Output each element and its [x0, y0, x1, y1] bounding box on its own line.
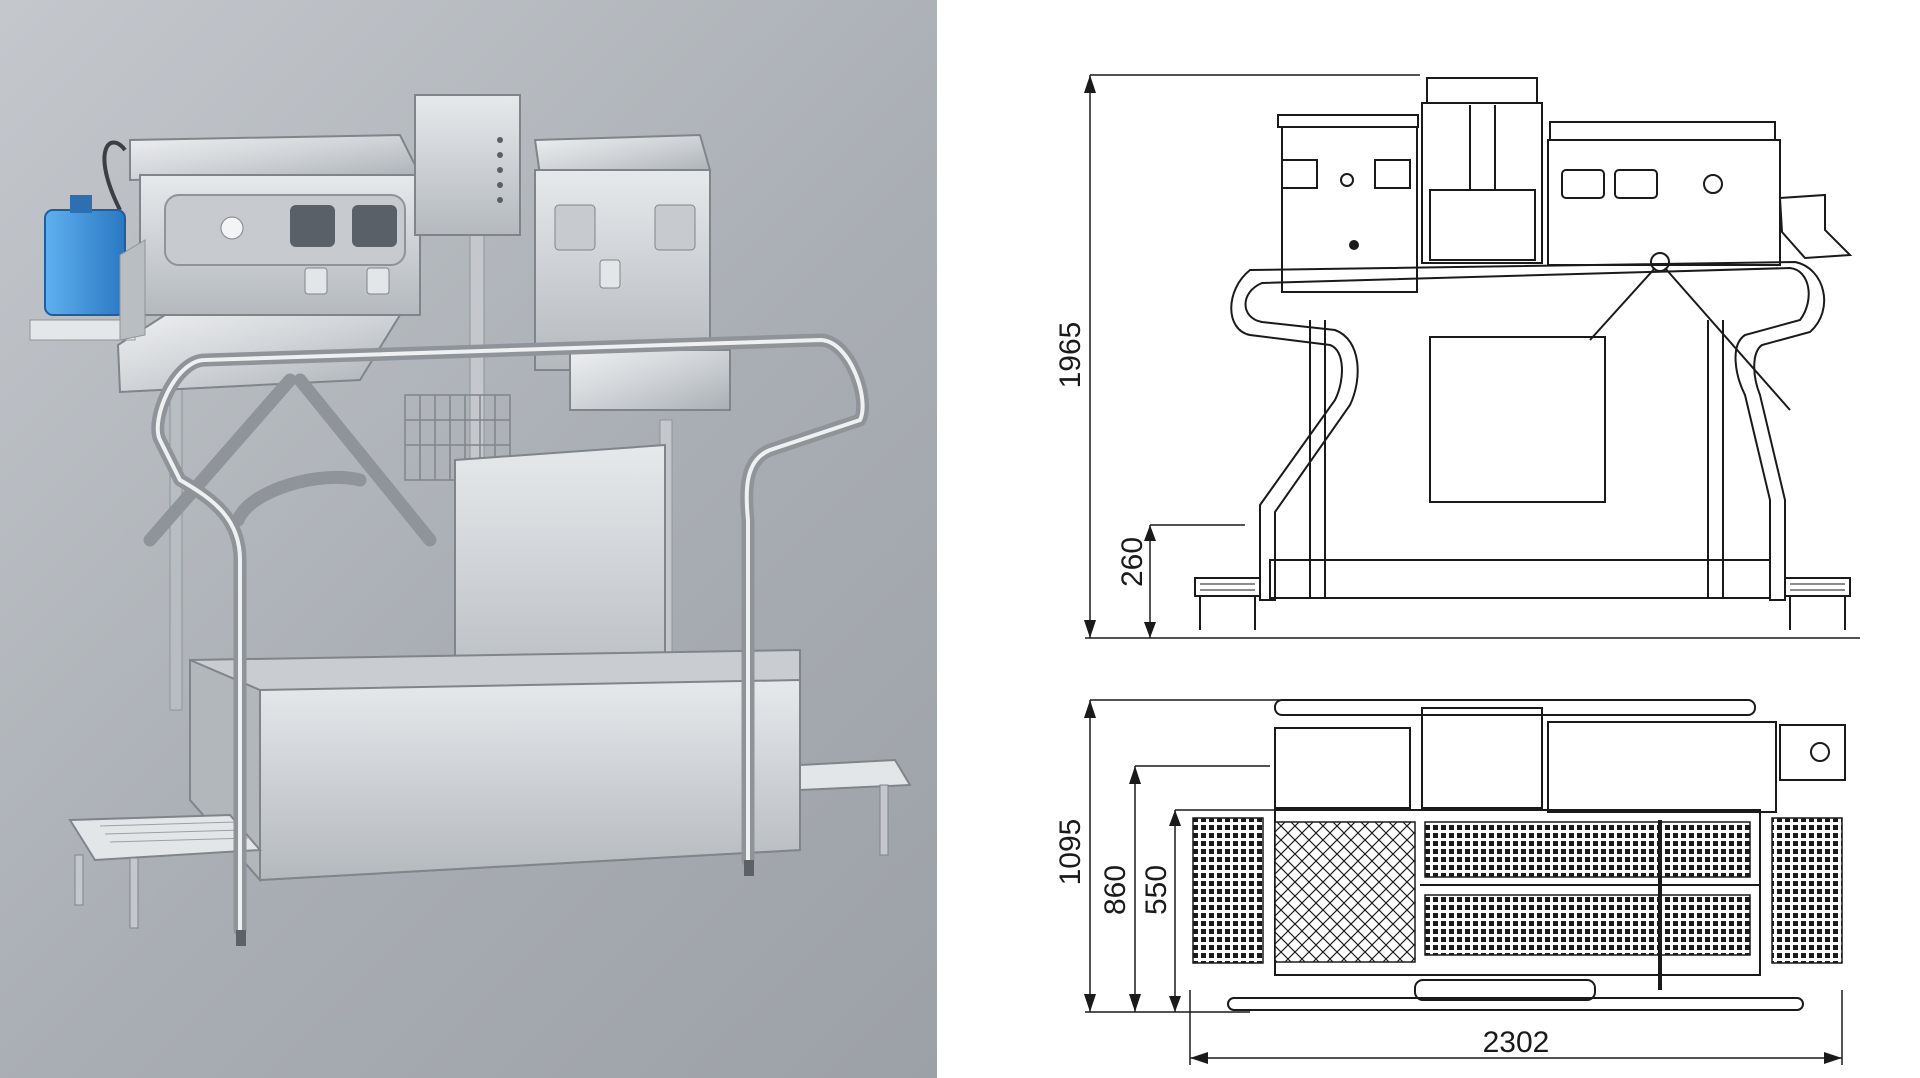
hygiene-station-illustration [29, 94, 912, 946]
brush-tray-upper [1424, 821, 1751, 878]
technical-drawing: 1965 260 1095 860 550 2302 [937, 0, 1920, 1078]
right-mat [1771, 817, 1843, 964]
disinfectant-canister [44, 209, 126, 316]
drain-grid [1274, 821, 1416, 963]
dim-overall-width: 2302 [1483, 1026, 1550, 1059]
product-photo [0, 0, 937, 1078]
left-basin-top [129, 133, 422, 182]
dimension-drawing: 1965 260 1095 860 550 2302 [1054, 74, 1860, 1065]
dim-total-height: 1965 [1054, 322, 1087, 389]
dim-overall-depth: 1095 [1054, 819, 1087, 886]
dim-step-height: 260 [1116, 537, 1149, 587]
plan-view [1085, 699, 1846, 1065]
dispenser-box [414, 94, 521, 236]
left-mat [1192, 817, 1264, 964]
dim-tray-depth: 550 [1140, 865, 1173, 915]
right-step [799, 758, 912, 792]
left-step [68, 813, 263, 862]
dim-frame-depth: 860 [1099, 865, 1132, 915]
brush-tray-lower [1424, 894, 1751, 956]
front-elevation [1085, 74, 1860, 639]
